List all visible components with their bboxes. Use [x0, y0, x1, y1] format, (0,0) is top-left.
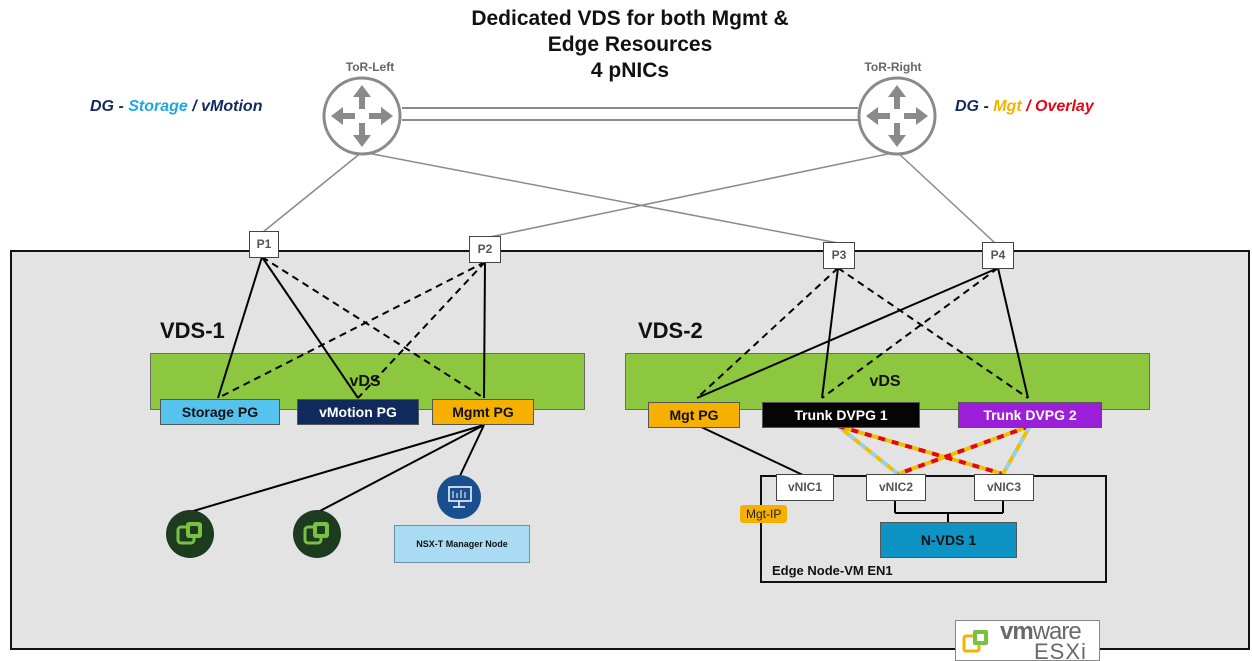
title-line-1: Dedicated VDS for both Mgmt & [471, 7, 789, 30]
p3-to-mgt-standby [696, 267, 839, 399]
port-p2: P2 [469, 236, 501, 263]
mgt-to-vnic1 [696, 424, 806, 477]
vmware-vm: vm [1000, 618, 1034, 645]
tor-right-to-p4 [896, 151, 996, 244]
p3-to-trunk1 [821, 267, 839, 399]
tor-left-router-icon [322, 76, 402, 156]
esxi-host-box [10, 250, 1250, 650]
dg-left-label: DG - Storage / vMotion [90, 98, 262, 116]
tor-left-label: ToR-Left [345, 60, 395, 74]
p3-to-trunk2-standby [837, 267, 1029, 399]
dg-left-storage: Storage [128, 98, 188, 115]
p1-to-mgmt-standby [261, 256, 485, 399]
vnic2: vNIC2 [866, 474, 926, 501]
p2-to-mgmt [483, 261, 486, 399]
p1-to-storage [217, 256, 263, 399]
dg-right-label: DG - Mgt / Overlay [955, 98, 1094, 116]
mgmt-to-vm1 [189, 424, 485, 513]
dg-left-vmotion: vMotion [201, 98, 263, 115]
p2-to-storage-standby [217, 261, 486, 399]
vmware-ware: ware [1032, 618, 1082, 645]
port-p1: P1 [249, 231, 279, 258]
vmware-wordmark: vmware [1000, 618, 1082, 648]
tor-left-to-p1 [262, 151, 363, 233]
dg-right-overlay: Overlay [1035, 98, 1094, 115]
port-p4: P4 [982, 242, 1014, 269]
tor-right-label: ToR-Right [864, 60, 922, 74]
tor-right-router-icon [857, 76, 937, 156]
vnic3: vNIC3 [974, 474, 1034, 501]
vmware-logo-icon [962, 630, 988, 653]
vmware-esxi-logo: vmware ESXi [955, 618, 1100, 661]
trunk2-to-vnic2-dash [897, 424, 1031, 476]
mgmt-to-vm2 [317, 424, 485, 513]
trunk1-to-vnic3-dash [837, 424, 1004, 476]
diagram-title: Dedicated VDS for both Mgmt & Edge Resou… [380, 6, 880, 84]
mgt-ip-badge: Mgt-IP [740, 505, 788, 523]
vm-vsphere-icon-2 [293, 510, 341, 558]
vds1-label: VDS-1 [160, 318, 225, 343]
mgmt-to-nsx [457, 424, 485, 481]
dg-right-prefix: DG - [955, 98, 994, 115]
p4-to-trunk2 [997, 267, 1029, 399]
p4-to-mgt [696, 267, 999, 399]
dg-left-sep: / [187, 98, 202, 115]
nsx-manager-node-box: NSX-T Manager Node [394, 525, 530, 563]
vds2-inner-label: vDS [869, 373, 901, 390]
vds2-label: VDS-2 [638, 318, 703, 343]
dg-right-sep: / [1021, 98, 1035, 115]
edge-node-vm-box [760, 475, 1107, 583]
p1-to-vmotion [261, 256, 359, 399]
esxi-product-label: ESXi [1034, 639, 1087, 661]
tor-left-to-p3 [361, 151, 839, 244]
trunk2-to-vnic3-dash [1001, 425, 1032, 475]
edge-node-label: Edge Node-VM EN1 [772, 563, 893, 578]
nsx-manager-icon [437, 475, 481, 519]
tor-right-to-p2 [484, 151, 898, 239]
mgt-pg: Mgt PG [648, 402, 740, 428]
mgmt-pg: Mgmt PG [432, 399, 534, 425]
trunk1-to-vnic2-base [836, 424, 900, 476]
title-line-3: 4 pNICs [590, 59, 670, 82]
dg-left-prefix: DG - [90, 98, 129, 115]
dg-right-mgt: Mgt [993, 98, 1022, 115]
storage-pg: Storage PG [160, 399, 280, 425]
vds2-box [625, 353, 1150, 410]
p4-to-trunk1-standby [821, 267, 999, 399]
vnic1: vNIC1 [776, 474, 834, 501]
trunk-dvpg-2: Trunk DVPG 2 [958, 402, 1102, 428]
trunk-dvpg-1: Trunk DVPG 1 [762, 402, 920, 428]
vds1-inner-label: vDS [349, 373, 381, 390]
vm-vsphere-icon-1 [166, 510, 214, 558]
title-line-2: Edge Resources [547, 33, 713, 56]
trunk-overlay-links [836, 424, 1032, 476]
nvds-box: N-VDS 1 [880, 522, 1017, 558]
port-p3: P3 [823, 242, 855, 269]
vmotion-pg: vMotion PG [297, 399, 419, 425]
